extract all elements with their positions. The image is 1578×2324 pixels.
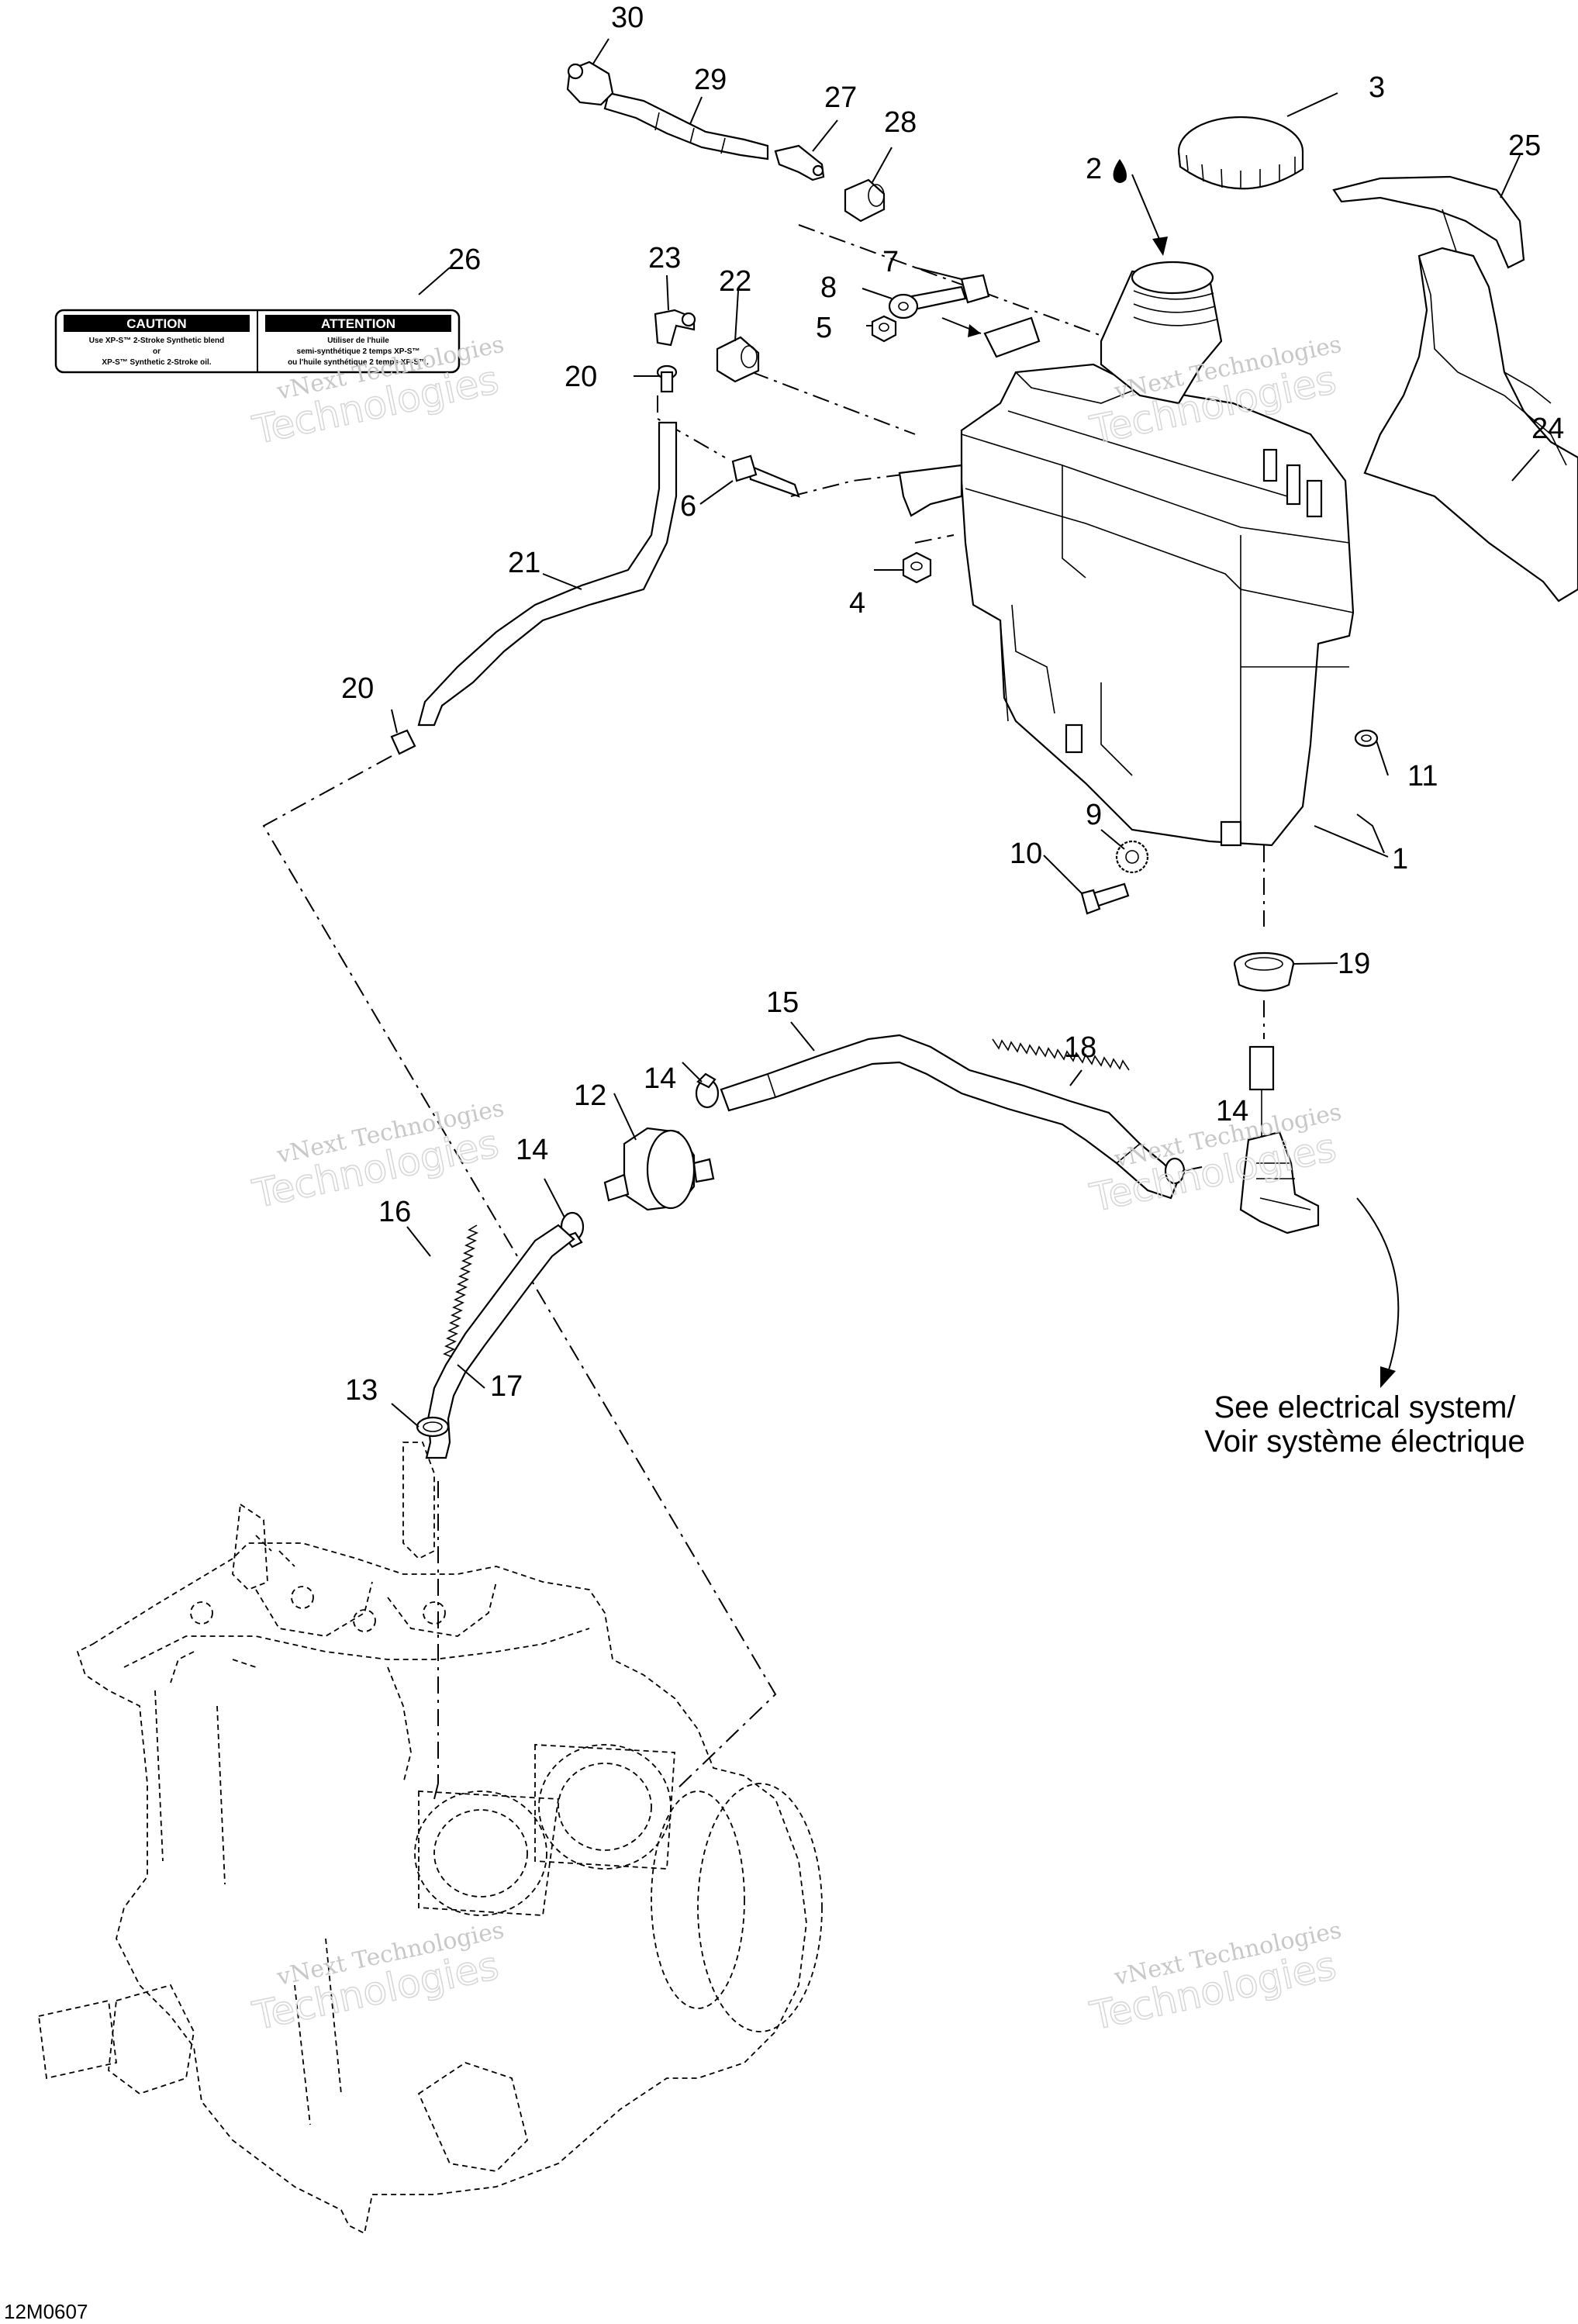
callout-6: 6 bbox=[680, 490, 696, 523]
fitting-30 bbox=[566, 60, 614, 106]
callout-2: 2 bbox=[1086, 153, 1102, 185]
drawing-code: 12M0607 bbox=[4, 2300, 88, 2323]
engine-phantom bbox=[38, 1442, 823, 2235]
decal-caution-line2: or bbox=[153, 347, 161, 356]
callout-10: 10 bbox=[1010, 837, 1042, 870]
callout-3: 3 bbox=[1369, 71, 1385, 104]
callout-27: 27 bbox=[824, 81, 857, 114]
spring-18 bbox=[992, 1038, 1130, 1071]
fitting-20-top bbox=[656, 364, 678, 393]
oil-drop-icon bbox=[1113, 159, 1127, 183]
hose-21 bbox=[417, 421, 678, 727]
side-panel-24 bbox=[1363, 247, 1578, 603]
decal-attention-line1: Utiliser de l'huile bbox=[327, 337, 389, 345]
clamp-13 bbox=[416, 1416, 450, 1438]
decal-attention-line3: ou l'huile synthétique 2 temps XP-S™. bbox=[288, 358, 429, 367]
callout-numbers: 1 2 3 4 5 6 7 8 9 10 11 12 13 14 14 14 1… bbox=[341, 2, 1564, 1407]
arrow-head-7 bbox=[968, 324, 981, 337]
callout-16: 16 bbox=[378, 1196, 411, 1228]
grommet-11 bbox=[1354, 729, 1379, 748]
assembly-center-lines bbox=[262, 224, 1265, 1800]
oil-level-sensor bbox=[1239, 1045, 1320, 1235]
callout-22: 22 bbox=[719, 265, 751, 298]
grommet-19 bbox=[1233, 951, 1295, 992]
oil-type-decal-26: CAUTION ATTENTION Use XP-S™ 2-Stroke Syn… bbox=[54, 309, 461, 374]
callout-29: 29 bbox=[694, 64, 727, 96]
grommet-22 bbox=[716, 336, 760, 383]
oil-tank-cap bbox=[1177, 116, 1304, 190]
callout-15: 15 bbox=[766, 986, 799, 1019]
callout-24: 24 bbox=[1531, 413, 1564, 445]
callout-11: 11 bbox=[1407, 760, 1438, 793]
hose-17 bbox=[425, 1224, 575, 1459]
callout-30: 30 bbox=[611, 2, 644, 34]
check-valve-27 bbox=[774, 144, 825, 181]
hose-29 bbox=[603, 92, 769, 161]
callout-1: 1 bbox=[1392, 843, 1408, 875]
callout-5: 5 bbox=[816, 312, 832, 344]
callout-14-middle: 14 bbox=[644, 1062, 676, 1095]
oil-tank bbox=[898, 261, 1355, 847]
callout-4: 4 bbox=[849, 587, 865, 620]
callout-20-bottom: 20 bbox=[341, 672, 374, 705]
decal-attention-title: ATTENTION bbox=[321, 316, 395, 331]
fitting-20-bottom bbox=[390, 729, 416, 755]
spring-16 bbox=[443, 1224, 478, 1358]
callout-20-top: 20 bbox=[565, 361, 597, 393]
callout-14-left: 14 bbox=[516, 1134, 548, 1166]
oil-filter-12 bbox=[603, 1127, 715, 1211]
decal-caution-line1: Use XP-S™ 2-Stroke Synthetic blend bbox=[89, 337, 225, 345]
decal-caution-line3: XP-S™ Synthetic 2-Stroke oil. bbox=[102, 358, 211, 367]
callout-7: 7 bbox=[882, 246, 899, 278]
callout-23: 23 bbox=[648, 242, 681, 275]
callout-26: 26 bbox=[448, 243, 481, 276]
grommet-28 bbox=[844, 178, 886, 223]
callout-21: 21 bbox=[508, 547, 540, 579]
nut-4 bbox=[902, 551, 932, 584]
decal-attention-line2: semi-synthétique 2 temps XP-S™ bbox=[297, 347, 420, 356]
callout-25: 25 bbox=[1508, 129, 1541, 162]
note-line-1: See electrical system/ bbox=[1214, 1390, 1516, 1424]
nut-5 bbox=[871, 315, 897, 343]
washer-8 bbox=[888, 293, 919, 319]
callout-12: 12 bbox=[574, 1079, 606, 1112]
callout-18: 18 bbox=[1064, 1031, 1096, 1064]
callout-leaders bbox=[391, 38, 1540, 1428]
clamp-14-middle bbox=[695, 1072, 720, 1109]
callout-13: 13 bbox=[345, 1374, 378, 1407]
callout-8: 8 bbox=[820, 271, 837, 304]
electrical-system-note: See electrical system/ Voir système élec… bbox=[1204, 1390, 1525, 1459]
clip-25 bbox=[1332, 175, 1525, 269]
hose-15 bbox=[720, 1034, 1180, 1200]
callout-28: 28 bbox=[884, 106, 917, 139]
decal-caution-title: CAUTION bbox=[126, 316, 186, 331]
bolt-10 bbox=[1080, 882, 1130, 915]
callout-19: 19 bbox=[1338, 948, 1370, 980]
callout-14-right: 14 bbox=[1216, 1095, 1248, 1127]
note-line-2: Voir système électrique bbox=[1204, 1424, 1525, 1459]
bolt-6 bbox=[731, 454, 800, 498]
callout-17: 17 bbox=[490, 1370, 523, 1403]
elbow-23 bbox=[654, 309, 696, 347]
callout-9: 9 bbox=[1086, 799, 1102, 831]
